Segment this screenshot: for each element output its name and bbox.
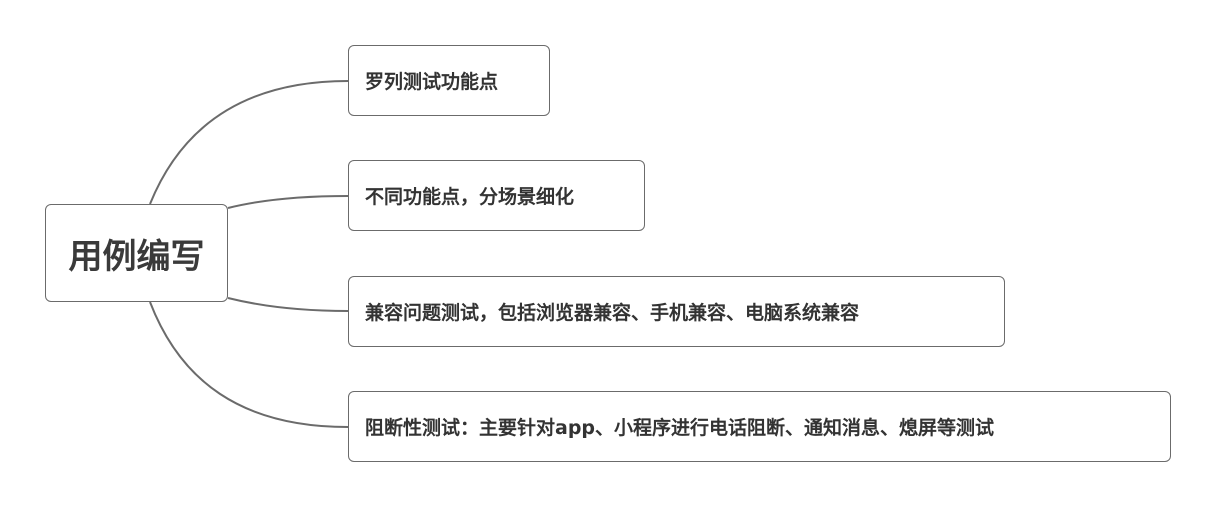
connector-branch-2 xyxy=(227,195,349,209)
connector-branch-3 xyxy=(227,297,349,312)
branch-node-3[interactable]: 兼容问题测试，包括浏览器兼容、手机兼容、电脑系统兼容 xyxy=(348,276,1005,347)
connector-branch-1 xyxy=(149,80,349,205)
root-node[interactable]: 用例编写 xyxy=(45,204,228,302)
branch-node-label: 兼容问题测试，包括浏览器兼容、手机兼容、电脑系统兼容 xyxy=(365,302,860,324)
branch-node-4[interactable]: 阻断性测试：主要针对app、小程序进行电话阻断、通知消息、熄屏等测试 xyxy=(348,391,1171,462)
branch-node-1[interactable]: 罗列测试功能点 xyxy=(348,45,550,116)
branch-node-2[interactable]: 不同功能点，分场景细化 xyxy=(348,160,645,231)
branch-node-label: 不同功能点，分场景细化 xyxy=(365,186,575,208)
connector-branch-4 xyxy=(149,301,349,428)
branch-node-label: 阻断性测试：主要针对app、小程序进行电话阻断、通知消息、熄屏等测试 xyxy=(365,417,995,439)
branch-node-label: 罗列测试功能点 xyxy=(365,71,499,93)
root-node-label: 用例编写 xyxy=(68,236,205,277)
